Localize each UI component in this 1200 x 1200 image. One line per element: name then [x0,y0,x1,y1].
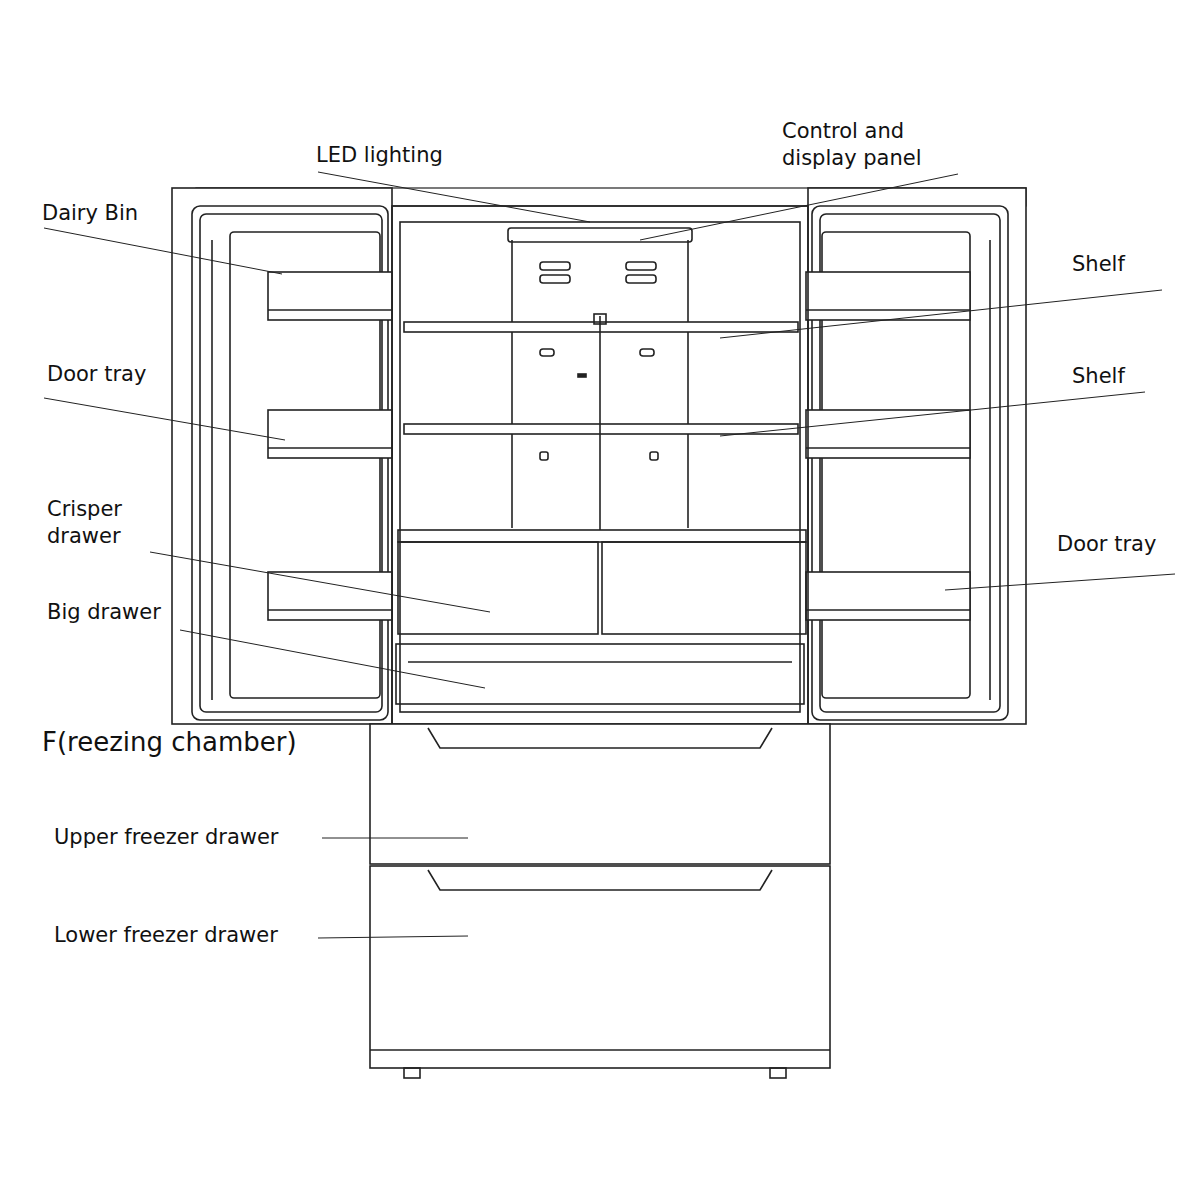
part-label: Door tray [45,361,148,388]
section-label: F(reezing chamber) [40,726,299,758]
part-label: Lower freezer drawer [52,922,280,949]
part-label: Crisper drawer [45,496,149,550]
part-label: LED lighting [314,142,445,169]
part-label: Control and display panel [780,118,954,172]
part-label: Door tray [1055,531,1158,558]
part-label: Shelf [1070,251,1127,278]
part-label: Shelf [1070,363,1127,390]
part-label: Big drawer [45,599,163,626]
part-label: Dairy Bin [40,200,140,227]
part-label: Upper freezer drawer [52,824,280,851]
